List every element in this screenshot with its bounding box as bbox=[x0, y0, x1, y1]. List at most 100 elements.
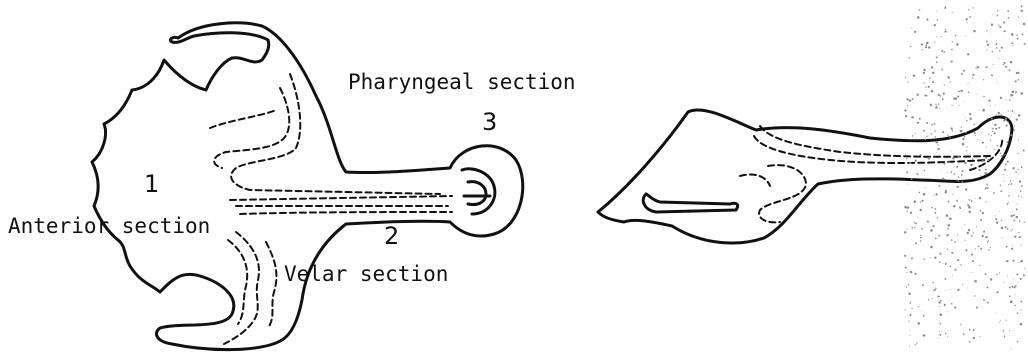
speckle-dot bbox=[993, 64, 994, 65]
speckle-dot bbox=[1018, 72, 1020, 74]
speckle-texture bbox=[904, 6, 1025, 350]
speckle-dot bbox=[1005, 319, 1006, 320]
speckle-dot bbox=[912, 98, 914, 100]
speckle-dot bbox=[935, 208, 937, 210]
speckle-dot bbox=[972, 159, 973, 160]
speckle-dot bbox=[944, 7, 946, 9]
speckle-dot bbox=[950, 81, 951, 82]
speckle-dot bbox=[947, 136, 949, 138]
speckle-dot bbox=[994, 124, 996, 126]
speckle-dot bbox=[990, 278, 992, 280]
speckle-dot bbox=[993, 192, 995, 194]
speckle-dot bbox=[946, 234, 948, 236]
speckle-dot bbox=[986, 30, 987, 31]
speckle-dot bbox=[967, 232, 969, 234]
speckle-dot bbox=[945, 31, 947, 33]
speckle-dot bbox=[957, 95, 959, 97]
speckle-dot bbox=[938, 144, 939, 145]
speckle-dot bbox=[930, 104, 932, 106]
speckle-dot bbox=[933, 195, 934, 196]
speckle-dot bbox=[907, 81, 908, 82]
speckle-dot bbox=[1018, 70, 1019, 71]
speckle-dot bbox=[927, 221, 929, 223]
speckle-dot bbox=[934, 130, 935, 131]
speckle-dot bbox=[1006, 260, 1008, 262]
speckle-dot bbox=[984, 172, 986, 174]
speckle-dot bbox=[988, 240, 989, 241]
speckle-dot bbox=[991, 24, 993, 26]
speckle-dot bbox=[961, 324, 962, 325]
speckle-dot bbox=[957, 43, 958, 44]
speckle-dot bbox=[980, 336, 981, 337]
speckle-dot bbox=[1005, 117, 1007, 119]
speckle-dot bbox=[1019, 262, 1020, 263]
speckle-dot bbox=[957, 289, 959, 291]
speckle-dot bbox=[967, 22, 968, 23]
speckle-dot bbox=[909, 100, 911, 102]
speckle-dot bbox=[952, 12, 953, 13]
speckle-dot bbox=[963, 101, 964, 102]
speckle-dot bbox=[955, 35, 957, 37]
speckle-dot bbox=[936, 10, 937, 11]
speckle-dot bbox=[930, 246, 933, 249]
speckle-dot bbox=[954, 306, 956, 308]
speckle-dot bbox=[1013, 260, 1015, 262]
speckle-dot bbox=[987, 241, 988, 242]
speckle-dot bbox=[975, 68, 976, 69]
speckle-dot bbox=[945, 190, 947, 192]
speckle-dot bbox=[991, 74, 993, 76]
speckle-dot bbox=[1006, 246, 1008, 248]
speckle-dot bbox=[1009, 330, 1010, 331]
speckle-dot bbox=[1004, 281, 1005, 282]
speckle-dot bbox=[986, 183, 988, 185]
speckle-dot bbox=[948, 201, 950, 203]
speckle-dot bbox=[949, 265, 951, 267]
speckle-dot bbox=[1017, 282, 1018, 283]
speckle-dot bbox=[1001, 146, 1003, 148]
speckle-dot bbox=[962, 284, 963, 285]
speckle-dot bbox=[1012, 91, 1015, 94]
speckle-dot bbox=[1001, 220, 1002, 221]
speckle-dot bbox=[973, 232, 974, 233]
speckle-dot bbox=[911, 308, 912, 309]
speckle-dot bbox=[979, 197, 981, 199]
speckle-dot bbox=[1003, 119, 1005, 121]
speckle-dot bbox=[911, 257, 913, 259]
speckle-dot bbox=[971, 272, 972, 273]
speckle-dot bbox=[917, 122, 919, 124]
speckle-dot bbox=[1018, 195, 1019, 196]
speckle-dot bbox=[925, 138, 927, 140]
speckle-dot bbox=[932, 298, 933, 299]
speckle-dot bbox=[1012, 42, 1014, 44]
speckle-dot bbox=[922, 284, 924, 286]
speckle-dot bbox=[917, 16, 920, 19]
speckle-dot bbox=[945, 263, 947, 265]
speckle-dot bbox=[1020, 323, 1023, 326]
speckle-dot bbox=[905, 267, 907, 269]
pharyngeal-section-label: Pharyngeal section bbox=[348, 72, 576, 93]
speckle-dot bbox=[1014, 235, 1016, 237]
speckle-dot bbox=[957, 259, 959, 261]
speckle-dot bbox=[961, 174, 963, 176]
speckle-dot bbox=[917, 94, 919, 96]
speckle-dot bbox=[969, 329, 971, 331]
speckle-dot bbox=[1009, 129, 1010, 130]
speckle-dot bbox=[1017, 38, 1019, 40]
speckle-dot bbox=[1012, 245, 1013, 246]
speckle-dot bbox=[960, 324, 961, 325]
speckle-dot bbox=[1020, 301, 1022, 303]
speckle-dot bbox=[908, 184, 909, 185]
speckle-dot bbox=[925, 87, 926, 88]
speckle-dot bbox=[1000, 190, 1002, 192]
speckle-dot bbox=[947, 76, 949, 78]
speckle-dot bbox=[915, 133, 916, 134]
speckle-dot bbox=[908, 284, 909, 285]
speckle-dot bbox=[972, 236, 973, 237]
speckle-dot bbox=[944, 84, 945, 85]
speckle-dot bbox=[1010, 183, 1012, 185]
speckle-dot bbox=[945, 333, 947, 335]
speckle-dot bbox=[996, 82, 997, 83]
speckle-dot bbox=[977, 139, 978, 140]
speckle-dot bbox=[1009, 99, 1011, 101]
speckle-dot bbox=[918, 192, 920, 194]
